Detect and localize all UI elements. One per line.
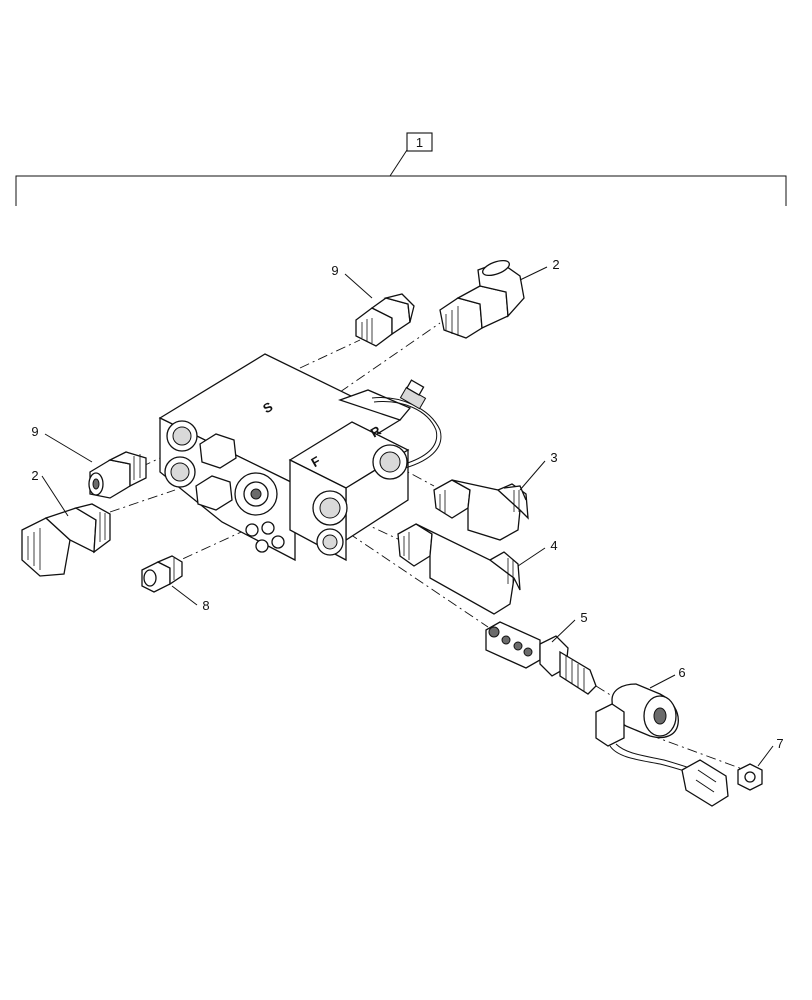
- callout-9-left[interactable]: 9: [31, 424, 38, 439]
- callout-8[interactable]: 8: [202, 598, 209, 613]
- callout-7[interactable]: 7: [776, 736, 783, 751]
- assembly-bracket: [15, 149, 787, 206]
- part-4-long-elbow-fitting[interactable]: [397, 523, 521, 615]
- part-2-left-elbow-fitting[interactable]: [21, 503, 111, 577]
- callout-2-left[interactable]: 2: [31, 468, 38, 483]
- part-2-top-elbow-fitting[interactable]: [439, 258, 525, 339]
- part-3-elbow-fitting[interactable]: [433, 479, 529, 541]
- callout-1-label: 1: [416, 135, 423, 150]
- part-5-cartridge-valve[interactable]: [485, 621, 597, 695]
- callout-9-top[interactable]: 9: [331, 263, 338, 278]
- callout-box-1[interactable]: 1: [406, 132, 433, 152]
- part-7-nut[interactable]: [737, 763, 763, 791]
- callout-4[interactable]: 4: [550, 538, 557, 553]
- callout-2-top[interactable]: 2: [552, 257, 559, 272]
- callout-6[interactable]: 6: [678, 665, 685, 680]
- callout-leaders: [41, 266, 774, 767]
- valve-body[interactable]: [158, 353, 442, 562]
- part-8-plug-fitting[interactable]: [141, 555, 183, 593]
- part-9-top-straight-fitting[interactable]: [355, 293, 415, 347]
- callout-5[interactable]: 5: [580, 610, 587, 625]
- part-6-solenoid-coil[interactable]: [595, 683, 729, 807]
- part-9-left-straight-fitting[interactable]: [88, 451, 147, 499]
- callout-3[interactable]: 3: [550, 450, 557, 465]
